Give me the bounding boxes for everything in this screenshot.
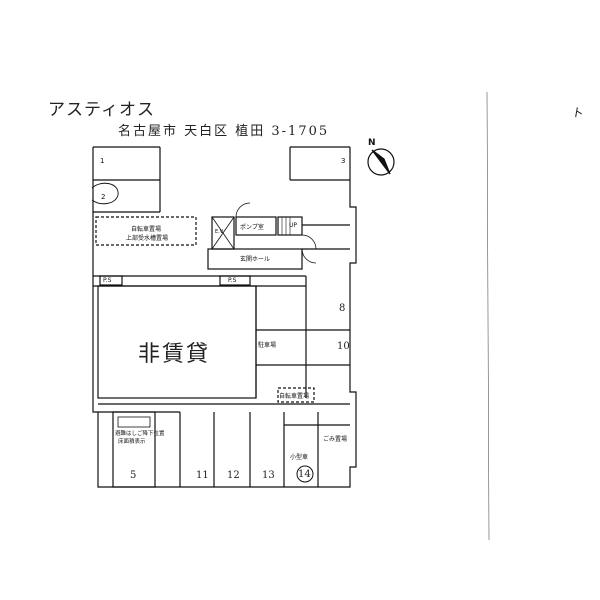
evacuation-space (112, 411, 156, 488)
small-car-label: 小型車 (290, 454, 309, 461)
pump-room (235, 216, 277, 236)
site-boundary (92, 147, 357, 488)
north-label: N (368, 138, 376, 148)
space-14: 14 (298, 469, 311, 480)
space-12: 12 (227, 470, 240, 481)
space-1: 1 (100, 157, 105, 165)
north-arrow-needle (371, 149, 391, 175)
entrance-hall-label: 玄関ホール (240, 256, 271, 263)
space-10: 10 (337, 341, 350, 352)
ps-right-label: P.S (228, 277, 237, 284)
non-rental-label: 非賃貸 (138, 342, 211, 367)
bicycle-box (277, 387, 315, 403)
space-14-circle (296, 465, 314, 483)
bicycle-label: 自転車置場 (279, 393, 310, 400)
space-3: 3 (341, 157, 346, 165)
evacuation-label-2: 床面積表示 (118, 439, 146, 445)
space-13: 13 (262, 470, 275, 481)
parking-label: 駐車場 (258, 342, 277, 349)
bicycle-tank-box (95, 216, 197, 246)
north-arrow-circle (367, 148, 395, 176)
building-address: 名古屋市 天白区 植田 3-1705 (118, 124, 330, 139)
ps-left-box (99, 275, 123, 286)
ps-right-box (219, 275, 251, 286)
space-11: 11 (196, 470, 209, 481)
ps-left-label: P.S (103, 277, 112, 284)
pump-room-label: ポンプ室 (240, 224, 264, 231)
entrance-hall (207, 248, 303, 270)
bicycle-tank-sublabel: 上部受水槽置場 (126, 235, 169, 242)
space-2: 2 (101, 193, 106, 201)
space-5: 5 (130, 470, 137, 481)
up-label: UP (289, 222, 298, 229)
ev-label: E.V (215, 229, 224, 235)
evacuation-label-1: 避難はしご降下位置 (115, 431, 165, 437)
building-name: アスティオス (48, 100, 155, 120)
garbage-label: ごみ置場 (323, 436, 348, 443)
space-8: 8 (339, 303, 346, 314)
bicycle-tank-label: 自転車置場 (131, 226, 162, 233)
